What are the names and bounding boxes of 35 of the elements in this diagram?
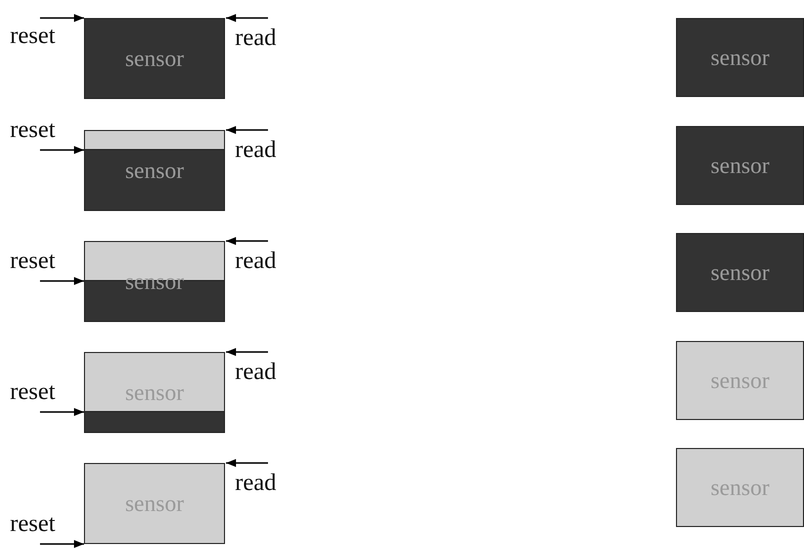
arrow <box>40 14 84 22</box>
sensor-label: sensor <box>710 260 770 286</box>
edge-label: read <box>235 26 276 50</box>
sensor-label: sensor <box>710 44 770 70</box>
edge-label: reset <box>10 380 56 404</box>
arrow <box>226 14 268 22</box>
edge-label: read <box>235 471 276 495</box>
sensor-box <box>84 18 225 99</box>
sensor-box <box>676 448 804 527</box>
edge-label: reset <box>10 24 56 48</box>
sensor-label: sensor <box>124 158 185 184</box>
sensor-box <box>676 233 804 312</box>
arrow <box>40 540 84 548</box>
edge-label: read <box>235 138 276 162</box>
sensor-box <box>84 241 225 322</box>
sensor-box <box>84 352 225 433</box>
arrow <box>226 459 268 467</box>
arrow <box>40 277 84 285</box>
arrow <box>40 146 84 154</box>
arrow <box>40 408 84 416</box>
sensor-box <box>676 126 804 205</box>
edge-label: read <box>235 360 276 384</box>
arrow <box>226 237 268 245</box>
edge-label: reset <box>10 118 56 142</box>
sensor-box <box>84 130 225 211</box>
sensor-box <box>676 18 804 97</box>
edge-label: reset <box>10 512 56 536</box>
edge-label: reset <box>10 249 56 273</box>
arrow <box>226 348 268 356</box>
arrow <box>226 126 268 134</box>
sensor-label: sensor <box>124 46 185 72</box>
sensor-box <box>84 463 225 544</box>
sensor-label: sensor <box>710 152 770 178</box>
sensor-box <box>676 341 804 420</box>
edge-label: read <box>235 249 276 273</box>
